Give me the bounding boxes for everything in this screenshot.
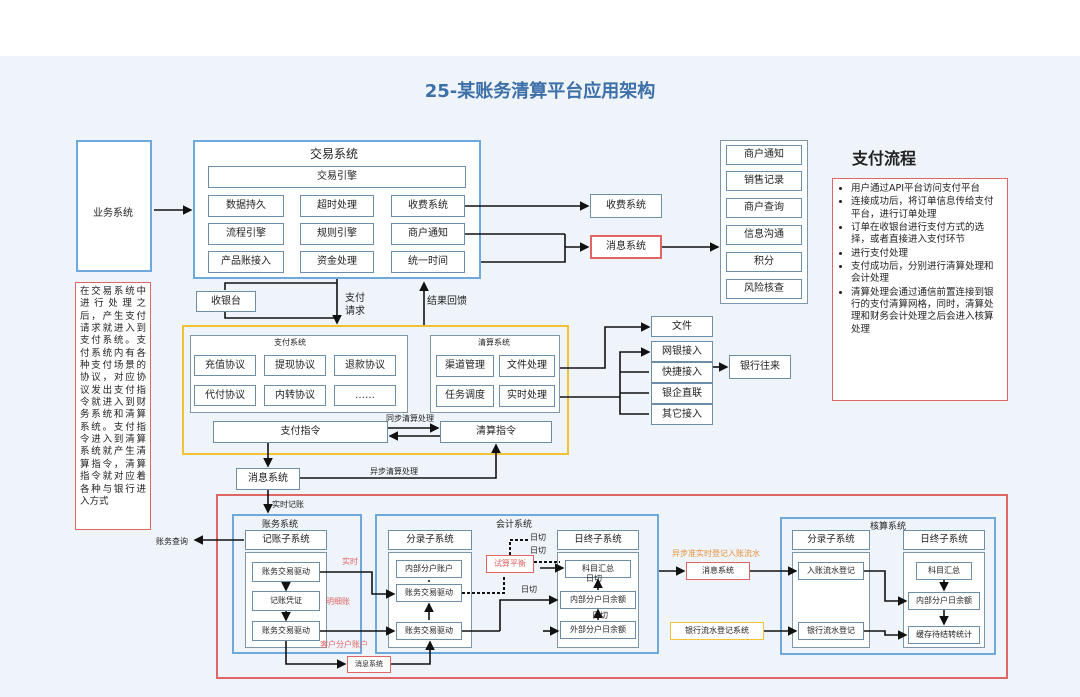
trade-module: 超时处理	[300, 195, 374, 217]
merchant-item: 销售记录	[726, 171, 802, 191]
account-item: 记账凭证	[252, 591, 320, 611]
page-title: 25-某账务清算平台应用架构	[424, 81, 656, 102]
accounting-entry-item: 账务交易驱动	[396, 584, 462, 602]
accounting-dayend-item: 科目汇总	[565, 560, 631, 578]
flow-title: 支付流程	[852, 149, 917, 168]
audit-dayend-sub: 日终子系统	[903, 530, 985, 550]
async-register-label: 异步准实时登记入账流水	[672, 549, 760, 558]
trade-module: 规则引擎	[300, 223, 374, 245]
flow-step: 清算处理会通过通信前置连接到银行的支付清算网格，同时，清算处理和财务会计处理之后…	[851, 287, 1001, 336]
clearing-item: 任务调度	[436, 385, 494, 407]
trial-balance-box: 试算平衡	[486, 555, 534, 573]
accounting-dayend-sub: 日终子系统	[557, 530, 639, 550]
clearing-item: 渠道管理	[436, 355, 494, 377]
clearing-system-title: 清算系统	[478, 338, 510, 347]
payment-protocol: 内转协议	[264, 385, 326, 406]
account-query-label: 账务查询	[156, 537, 188, 546]
trade-module: 统一时间	[391, 251, 465, 273]
bank-exchange-box: 银行往来	[729, 355, 791, 379]
trade-module: 资金处理	[300, 251, 374, 273]
audit-entry-item: 入账流水登记	[798, 562, 864, 580]
merchant-item: 商户查询	[726, 198, 802, 218]
audit-entry-sub: 分录子系统	[792, 530, 870, 550]
payment-protocol: 充值协议	[194, 355, 256, 376]
message-system-box: 消息系统	[590, 235, 662, 259]
audit-entry-item: 银行流水登记	[798, 622, 864, 640]
message-system-box-3: 消息系统	[347, 656, 391, 673]
async-clearing-label: 异步清算处理	[370, 467, 418, 476]
merchant-item: 积分	[726, 252, 802, 272]
accounting-system-title: 会计系统	[496, 520, 533, 530]
bank-access-item: 快捷接入	[651, 362, 713, 383]
account-item: 账务交易驱动	[252, 562, 320, 582]
clearing-item: 实时处理	[499, 385, 555, 407]
red-label-realtime: 实时	[342, 557, 358, 566]
bottom-systems-frame	[216, 494, 1008, 679]
flow-step: 连接成功后，将订单信息传给支付平台，进行订单处理	[851, 196, 1001, 221]
clearing-instruction: 清算指令	[440, 421, 552, 443]
red-label-customer: 客户分户账户	[320, 640, 368, 649]
trade-module: 数据持久	[208, 195, 284, 217]
flow-step: 用户通过API平台访问支付平台	[851, 183, 1001, 195]
realtime-booking-label: 实时记账	[272, 500, 304, 509]
payment-instruction: 支付指令	[213, 421, 388, 443]
cashier-box: 收银台	[196, 291, 256, 312]
flow-step: 订单在收银台进行支付方式的选择，或者直接进入支付环节	[851, 222, 1001, 247]
accounting-entry-sub: 分录子系统	[388, 530, 472, 550]
audit-dayend-item: 内部分户日余额	[908, 592, 980, 610]
trade-module: 产品账接入	[208, 251, 284, 273]
merchant-column-frame	[720, 140, 808, 304]
daycut-label: 日切	[592, 611, 608, 620]
red-label-detail: 明细账	[326, 597, 350, 606]
bank-access-item: 网银接入	[651, 341, 713, 362]
daycut-label: 日切	[530, 546, 546, 555]
daycut-label: 日切	[530, 533, 546, 542]
message-system-box-4: 消息系统	[686, 562, 750, 580]
daycut-label: 日切	[586, 574, 602, 583]
audit-dayend-item: 缓存待结转统计	[908, 626, 980, 644]
daycut-label: 日切	[521, 585, 537, 594]
accounting-dayend-item: 内部分户日余额	[560, 591, 636, 609]
accounting-dayend-item: 外部分户日余额	[560, 621, 636, 639]
sync-clearing-label: 同步清算处理	[386, 414, 434, 423]
left-note: 在交易系统中进行处理之后，产生支付请求就进入到支付系统。支付系统内有各种支付场景…	[75, 282, 151, 530]
accounting-entry-item: 账务交易驱动	[396, 622, 462, 640]
payment-protocol: 提现协议	[264, 355, 326, 376]
bank-access-item: 其它接入	[651, 404, 713, 425]
trade-engine: 交易引擎	[208, 166, 466, 188]
account-sub: 记账子系统	[245, 530, 327, 550]
flow-list: 用户通过API平台访问支付平台 连接成功后，将订单信息传给支付平台，进行订单处理…	[832, 178, 1008, 401]
audit-system-title: 核算系统	[870, 522, 907, 532]
fee-system-box: 收费系统	[590, 194, 662, 218]
payment-system-title: 支付系统	[274, 338, 306, 347]
audit-dayend-item: 科目汇总	[916, 562, 972, 580]
flow-step: 进行支付处理	[851, 248, 1001, 260]
payment-protocol: ……	[334, 385, 396, 406]
pay-request-label: 支付 请求	[345, 293, 365, 317]
bank-file: 文件	[651, 316, 713, 337]
clearing-item: 文件处理	[499, 355, 555, 377]
payment-protocol: 退款协议	[334, 355, 396, 376]
merchant-item: 信息沟通	[726, 225, 802, 245]
business-system-label: 业务系统	[93, 208, 133, 219]
account-system-title: 账务系统	[262, 520, 299, 530]
payment-protocol: 代付协议	[194, 385, 256, 406]
trade-system-title: 交易系统	[310, 147, 359, 161]
bank-flow-box: 银行流水登记系统	[670, 622, 764, 640]
trade-module: 收费系统	[391, 195, 465, 217]
merchant-item: 风险核查	[726, 279, 802, 299]
trade-module: 流程引擎	[208, 223, 284, 245]
message-system-box-2: 消息系统	[236, 468, 300, 490]
account-item: 账务交易驱动	[252, 621, 320, 641]
accounting-entry-item: 内部分户账户	[396, 560, 462, 578]
trade-module: 商户通知	[391, 223, 465, 245]
bank-access-item: 银企直联	[651, 383, 713, 404]
merchant-item: 商户通知	[726, 145, 802, 165]
result-feedback-label: 结果回馈	[427, 296, 467, 307]
flow-step: 支付成功后，分别进行清算处理和会计处理	[851, 261, 1001, 286]
audit-system-frame	[780, 517, 996, 655]
business-system-frame	[76, 140, 152, 272]
